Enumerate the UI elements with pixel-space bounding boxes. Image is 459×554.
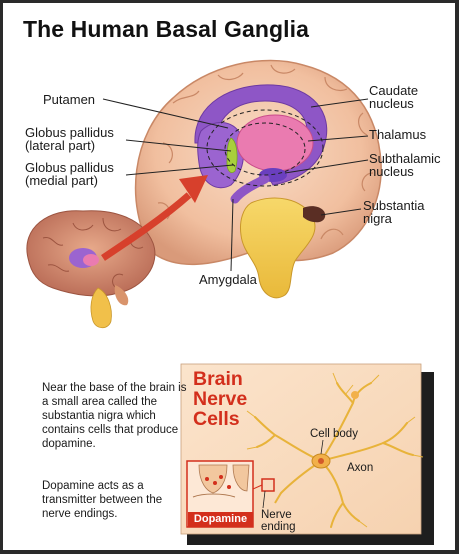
label-thalamus: Thalamus xyxy=(369,127,427,142)
brain-cross-section xyxy=(134,59,382,299)
label-dopamine: Dopamine xyxy=(188,512,253,527)
label-axon: Axon xyxy=(347,462,374,474)
nerve-cells-title: Brain Nerve Cells xyxy=(193,368,248,430)
label-amygdala: Amygdala xyxy=(199,272,257,287)
basal-ganglia-illustration xyxy=(26,59,434,545)
diagram-frame: The Human Basal Ganglia Putamen Globus p… xyxy=(3,3,455,550)
label-substantia-nigra: Substantia nigra xyxy=(363,198,425,226)
label-nerve-ending: Nerve ending xyxy=(261,509,296,533)
description-paragraph-1: Near the base of the brain is a small ar… xyxy=(42,382,187,450)
zoom-arrow xyxy=(101,175,208,261)
label-globus-pallidus-medial: Globus pallidus (medial part) xyxy=(25,160,114,188)
label-caudate-nucleus: Caudate nucleus xyxy=(369,83,419,111)
description-paragraph-2: Dopamine acts as a transmitter between t… xyxy=(42,480,163,520)
page-title: The Human Basal Ganglia xyxy=(23,16,310,42)
label-cell-body: Cell body xyxy=(310,428,358,440)
small-brain-illustration xyxy=(26,210,156,329)
label-globus-pallidus-lateral: Globus pallidus (lateral part) xyxy=(25,125,114,153)
label-putamen: Putamen xyxy=(43,92,96,107)
label-subthalamic-nucleus: Subthalamic nucleus xyxy=(369,151,441,179)
leader-lines xyxy=(102,98,369,272)
